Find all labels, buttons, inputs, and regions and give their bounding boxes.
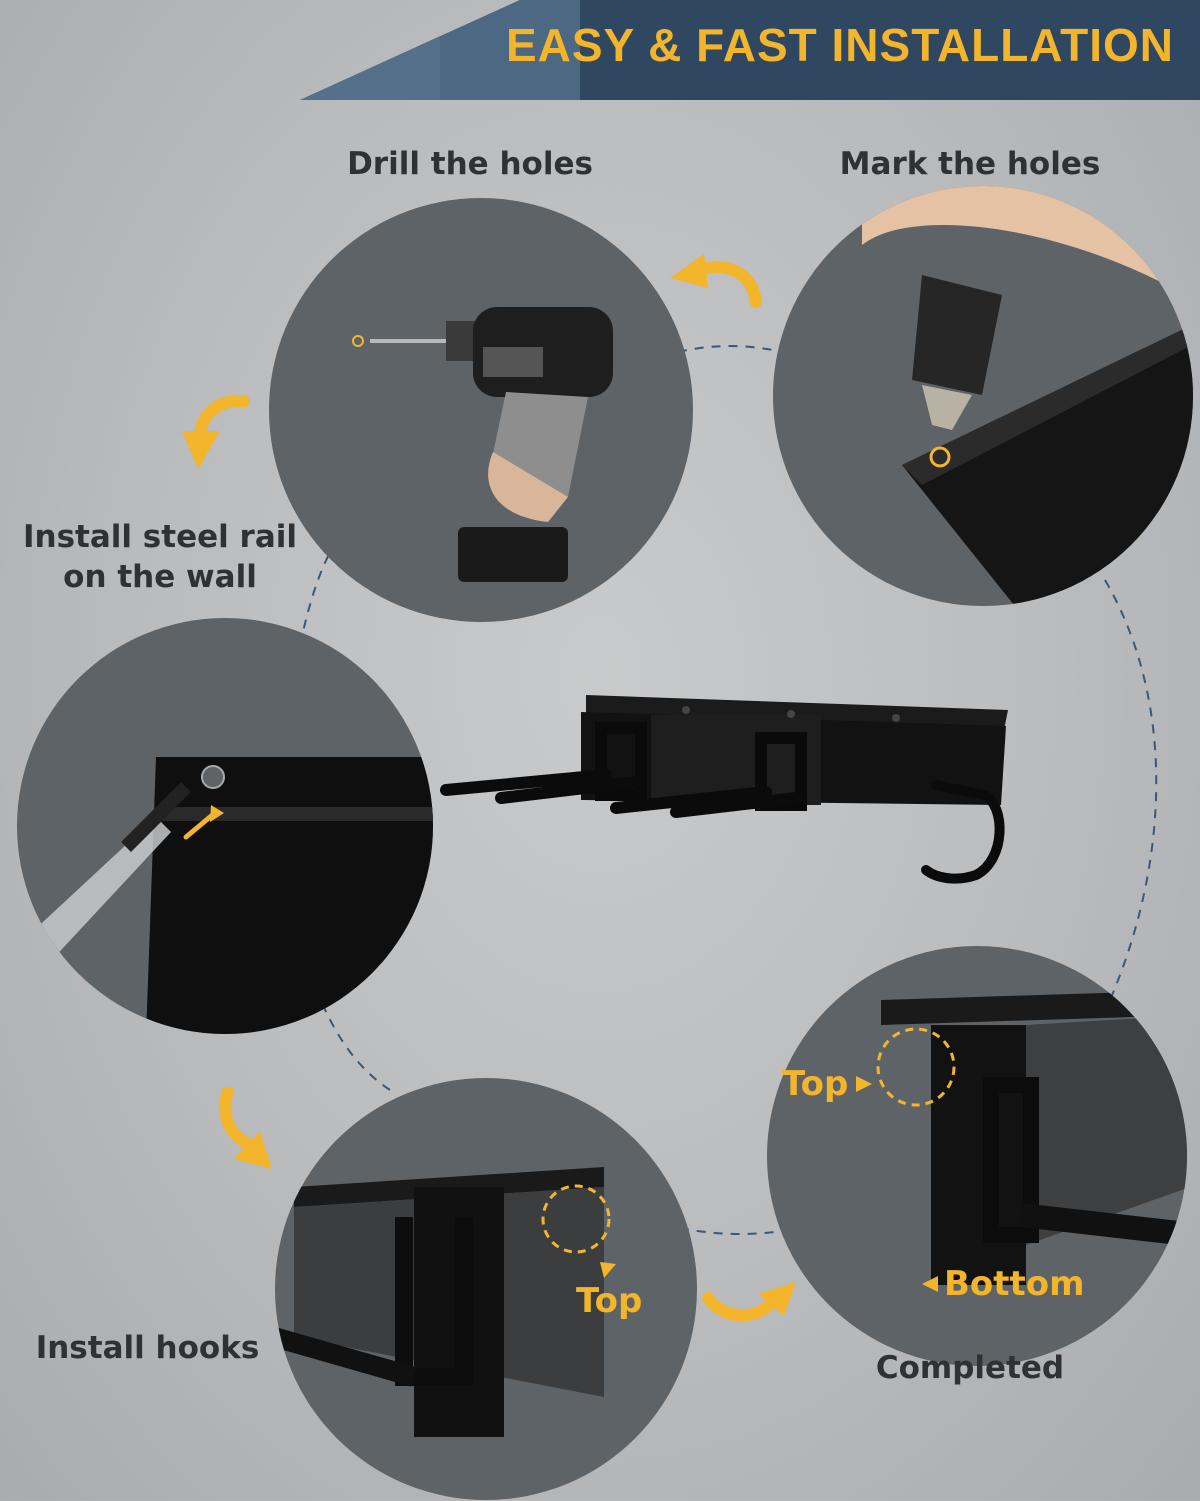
- curved-arrow-icon: [182, 394, 250, 469]
- pointer-arrow-icon: [856, 1076, 872, 1092]
- step-mark-label: Mark the holes: [839, 146, 1101, 182]
- hooks-top-annotation: Top: [576, 1281, 643, 1321]
- step-drill-label: Drill the holes: [347, 146, 593, 182]
- step-hooks-label: Install hooks: [35, 1330, 260, 1366]
- step-rail-image: [17, 618, 433, 1034]
- header-banner: [300, 0, 1200, 100]
- banner-title: EASY & FAST INSTALLATION: [505, 19, 1174, 71]
- step-rail-label-line1: Install steel rail: [22, 519, 298, 555]
- completed-bottom-annotation: Bottom: [944, 1264, 1085, 1304]
- step-hooks-image: [275, 1078, 697, 1500]
- rail-rack-icon: [440, 695, 1008, 884]
- completed-top-annotation: Top: [782, 1064, 849, 1104]
- pointer-arrow-icon: [922, 1276, 938, 1292]
- step-drill-image: [269, 198, 693, 622]
- marker-pen-icon: [912, 275, 1002, 430]
- step-rail-label-line2: on the wall: [63, 559, 257, 595]
- drill-icon: [370, 307, 613, 582]
- curved-arrow-icon: [670, 254, 762, 308]
- curved-arrow-icon: [702, 1282, 796, 1322]
- pointer-arrow-icon: [600, 1262, 616, 1278]
- screwdriver-icon: [17, 782, 191, 977]
- step-completed-image: [767, 946, 1187, 1366]
- step-mark-image: [773, 186, 1193, 606]
- step-completed-label: Completed: [875, 1350, 1065, 1386]
- curved-arrow-icon: [219, 1087, 272, 1169]
